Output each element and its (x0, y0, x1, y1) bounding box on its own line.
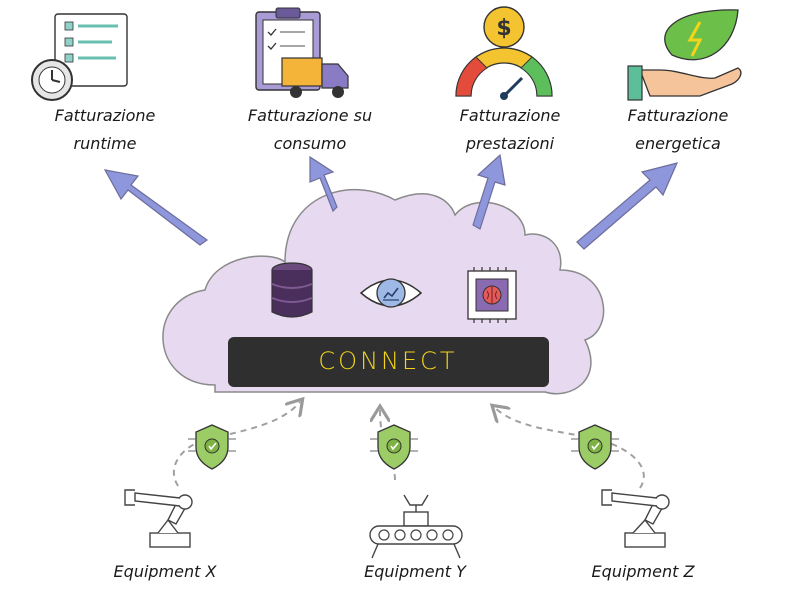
checklist-clock-icon (31, 13, 128, 101)
robot-arm-icon (601, 489, 670, 548)
billing-label-line2: runtime (73, 134, 137, 153)
shield-icon (571, 424, 619, 470)
connect-label: CONNECT (318, 347, 457, 375)
billing-label-line2: consumo (273, 134, 347, 153)
billing-label-prestazioni: Fatturazione prestazioni (425, 102, 595, 158)
dollar-gauge-icon: $ (455, 6, 553, 100)
billing-label-line1: Fatturazione (54, 106, 156, 125)
equipment-label-x: Equipment X (113, 562, 217, 581)
connect-bar (228, 337, 549, 387)
conveyor-icon (369, 494, 463, 559)
robot-arm-icon (124, 489, 193, 548)
shield-icon (370, 424, 418, 470)
equipment-label-z: Equipment Z (591, 562, 695, 581)
billing-label-line2: prestazioni (465, 134, 555, 153)
ai-chip-icon (467, 267, 517, 323)
billing-label-line1: Fatturazione (459, 106, 561, 125)
arrow-to-energetica (576, 162, 679, 250)
database-icon (271, 262, 313, 318)
billing-label-line1: Fatturazione (627, 106, 729, 125)
arrow-to-prestazioni (472, 153, 506, 230)
data-paths (172, 402, 645, 489)
billing-label-energetica: Fatturazione energetica (593, 102, 763, 158)
billing-label-line2: energetica (635, 134, 721, 153)
billing-arrows (103, 153, 679, 250)
billing-label-line1: Fatturazione su (247, 106, 373, 125)
leaf-energy-hand-icon (627, 9, 742, 101)
arrow-to-consumo (309, 155, 338, 213)
billing-label-runtime: Fatturazione runtime (20, 102, 190, 158)
clipboard-truck-icon (255, 7, 349, 98)
billing-label-consumo: Fatturazione su consumo (225, 102, 395, 158)
shield-icon (188, 424, 236, 470)
equipment-label-y: Equipment Y (364, 562, 466, 581)
eye-analytics-icon (359, 278, 423, 308)
svg-text:$: $ (496, 16, 511, 41)
arrow-to-runtime (103, 169, 209, 246)
